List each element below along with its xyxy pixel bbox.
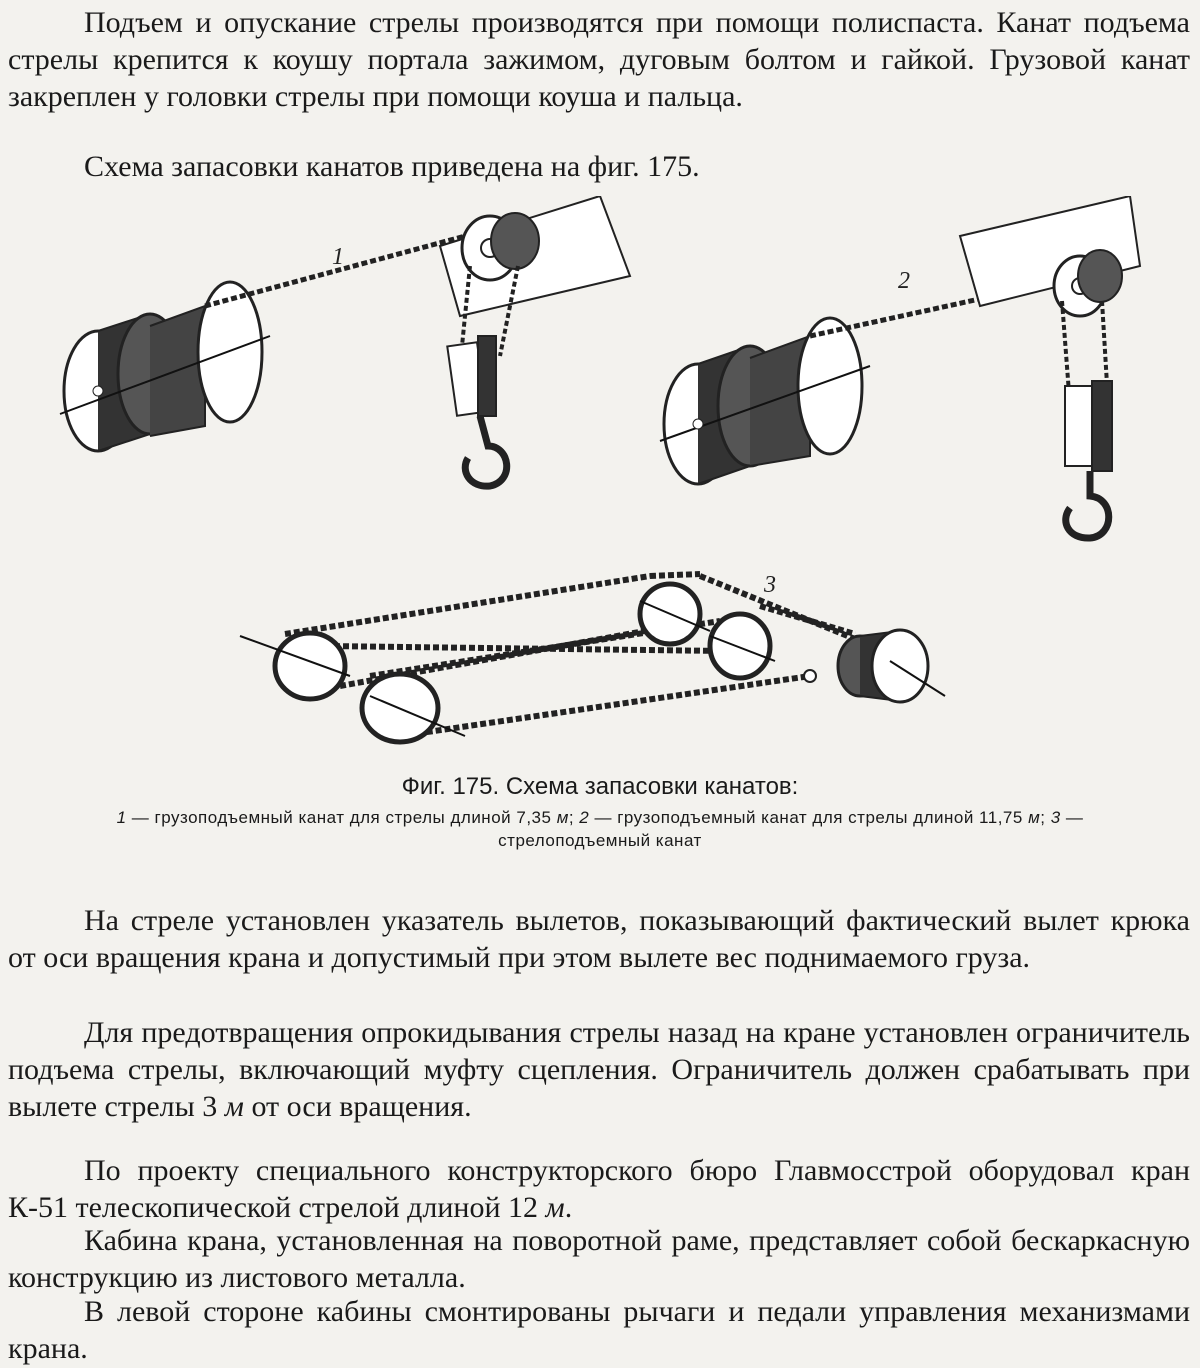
legend-number-3: 3 bbox=[1050, 808, 1061, 827]
legend-number-2: 2 bbox=[579, 808, 590, 827]
figure-caption-title: Фиг. 175. Схема запасовки канатов: bbox=[401, 773, 799, 800]
legend-number-1: 1 bbox=[116, 808, 127, 827]
label-3: 3 bbox=[763, 572, 776, 598]
paragraph-telescopic-boom: По проекту специального конструкторского… bbox=[8, 1154, 1190, 1224]
figure-caption-legend: 1 — грузоподъемный канат для стрелы длин… bbox=[116, 808, 1084, 850]
paragraph-boom-limiter: Для предотвращения опрокидывания стрелы … bbox=[8, 1016, 1190, 1123]
legend-text-1: — грузоподъемный канат для стрелы длиной… bbox=[126, 808, 557, 827]
boom-hoist-rope-assembly-3: 3 bbox=[239, 571, 946, 745]
paragraph-boom-hoist: Подъем и опускание стрелы производятся п… bbox=[8, 6, 1190, 113]
figure-175-rope-reeving-diagram: 1 2 bbox=[40, 196, 1170, 756]
paragraph-cabin: Кабина крана, установленная на поворотно… bbox=[8, 1224, 1190, 1294]
legend-text-2: — грузоподъемный канат для стрелы длиной… bbox=[589, 808, 1029, 827]
legend-unit-1: м bbox=[556, 808, 569, 827]
paragraph-figure-reference: Схема запасовки канатов приведена на фиг… bbox=[84, 150, 700, 183]
winch-assembly-1: 1 bbox=[59, 196, 632, 490]
label-2: 2 bbox=[898, 268, 910, 294]
legend-text-3: — стрелоподъемный канат bbox=[498, 808, 1084, 850]
paragraph-controls: В левой стороне кабины смонтированы рыча… bbox=[8, 1295, 1190, 1365]
winch-assembly-2: 2 bbox=[659, 196, 1142, 542]
label-1: 1 bbox=[332, 244, 344, 270]
legend-unit-2: м bbox=[1028, 808, 1041, 827]
paragraph-reach-indicator: На стреле установлен указатель вылетов, … bbox=[8, 904, 1190, 974]
